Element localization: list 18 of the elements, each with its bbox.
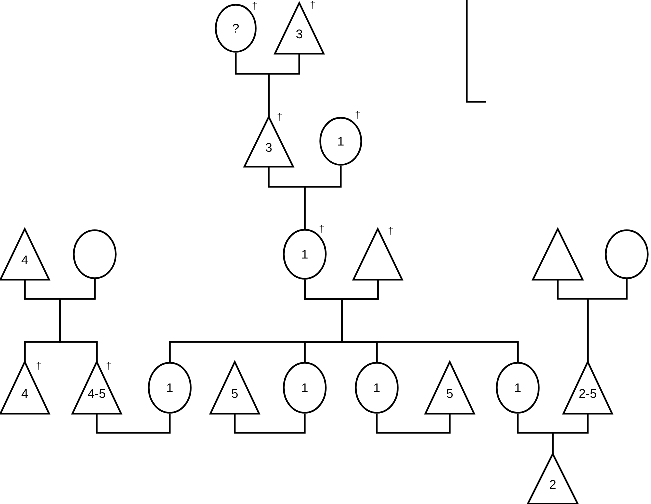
dagger-sign: † (388, 227, 394, 235)
pedigree-line (96, 414, 171, 434)
pedigree-line (304, 166, 342, 230)
dagger-sign: † (36, 362, 42, 370)
dagger-sign: † (278, 113, 282, 121)
dagger-sign: † (106, 362, 112, 370)
pedigree-line (268, 54, 300, 118)
circle-symbol (605, 230, 649, 280)
circle-symbol (73, 230, 117, 280)
pedigree-line (587, 279, 628, 362)
pedigree-line (376, 414, 451, 434)
dagger-sign: † (252, 2, 258, 10)
pedigree-line (59, 279, 98, 362)
pedigree-line (341, 280, 519, 362)
pedigree-line (552, 414, 589, 454)
pedigree-line (234, 414, 306, 434)
dagger-sign: † (356, 111, 360, 119)
dagger-sign: † (310, 1, 316, 9)
